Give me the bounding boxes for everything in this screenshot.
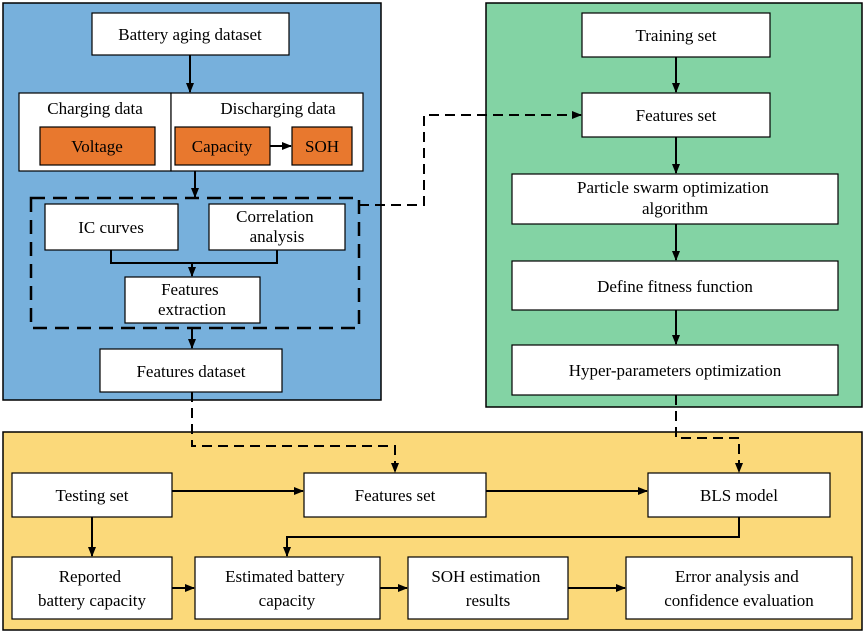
estimated-capacity-label: Estimated battery capacity: [225, 567, 349, 610]
training-set-label: Training set: [635, 26, 716, 45]
battery-aging-dataset-box: [91, 12, 290, 56]
correlation-analysis-label: Correlation analysis: [236, 207, 318, 246]
voltage-box: [39, 126, 156, 166]
capacity-label: Capacity: [192, 137, 253, 156]
soh-box: [291, 126, 353, 166]
ic-curves-label: IC curves: [78, 218, 144, 237]
battery-aging-dataset-label: Battery aging dataset: [118, 25, 262, 44]
hyper-params-label: Hyper-parameters optimization: [569, 361, 782, 380]
correlation-analysis-line-1: Correlation: [236, 207, 314, 226]
capacity-box: [174, 126, 271, 166]
feature-extraction-group: [29, 196, 361, 330]
error-analysis-line-1: Error analysis and: [675, 567, 799, 586]
define-fitness-box: [511, 260, 839, 311]
reported-capacity-line-1: Reported: [59, 567, 122, 586]
reported-capacity-line-2: battery capacity: [38, 591, 147, 610]
ic-curves-box: [44, 203, 179, 251]
features-extraction-line-1: Features: [161, 280, 219, 299]
soh-results-label: SOH estimation results: [431, 567, 544, 610]
error-analysis-line-2: confidence evaluation: [664, 591, 814, 610]
voltage-label: Voltage: [71, 137, 123, 156]
dashed-connectors: [191, 111, 743, 473]
features-extraction-box: [124, 276, 261, 324]
connector-ic-to-extraction: [110, 250, 192, 264]
correlation-analysis-box: [208, 203, 346, 251]
estimated-capacity-line-1: Estimated battery: [225, 567, 345, 586]
solid-connectors: [88, 55, 740, 592]
reported-capacity-box: [11, 556, 173, 620]
soh-results-line-1: SOH estimation: [431, 567, 541, 586]
features-extraction-label: Features extraction: [158, 280, 226, 319]
charging-data-label: Charging data: [47, 99, 143, 118]
estimated-capacity-line-2: capacity: [259, 591, 316, 610]
features-set-bottom-label: Features set: [355, 486, 436, 505]
reported-capacity-label: Reported battery capacity: [38, 567, 147, 610]
bls-model-box: [647, 472, 831, 518]
bls-model-label: BLS model: [700, 486, 778, 505]
dashed-hyper-to-bls: [675, 395, 743, 473]
hyper-params-box: [511, 344, 839, 396]
soh-results-box: [407, 556, 569, 620]
error-analysis-box: [625, 556, 853, 620]
correlation-analysis-line-2: analysis: [250, 227, 305, 246]
pso-algorithm-box: [511, 173, 839, 225]
features-extraction-line-2: extraction: [158, 300, 226, 319]
error-analysis-label: Error analysis and confidence evaluation: [664, 567, 814, 610]
testing-set-label: Testing set: [56, 486, 129, 505]
features-set-bottom-box: [303, 472, 487, 518]
testing-set-box: [11, 472, 173, 518]
pso-algorithm-label: Particle swarm optimization algorithm: [577, 178, 773, 218]
training-set-box: [581, 12, 771, 58]
arrow-bls-to-estimated: [283, 517, 740, 557]
connector-correlation-to-extraction: [192, 250, 278, 264]
soh-results-line-2: results: [466, 591, 510, 610]
features-dataset-label: Features dataset: [136, 362, 245, 381]
soh-label: SOH: [305, 137, 339, 156]
dashed-group-to-features-set: [359, 111, 582, 206]
define-fitness-label: Define fitness function: [597, 277, 753, 296]
features-set-top-label: Features set: [636, 106, 717, 125]
pso-algorithm-line-2: algorithm: [642, 199, 708, 218]
discharging-data-label: Discharging data: [220, 99, 336, 118]
pso-algorithm-line-1: Particle swarm optimization: [577, 178, 769, 197]
features-set-top-box: [581, 92, 771, 138]
